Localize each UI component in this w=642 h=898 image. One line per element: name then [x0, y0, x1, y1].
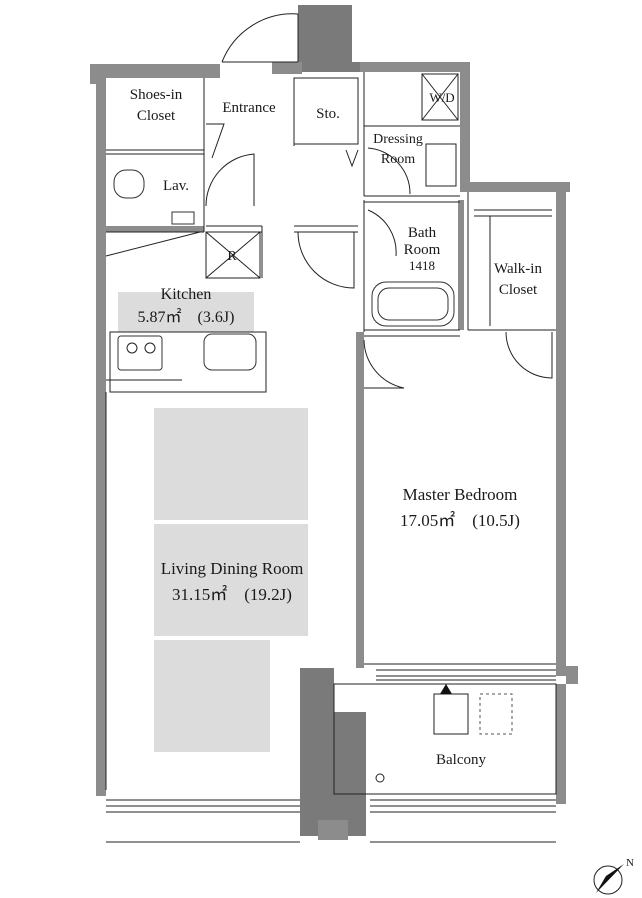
compass-north-label: N	[626, 857, 634, 869]
washer-label: W/D	[429, 90, 454, 105]
kitchen-sink	[203, 333, 257, 371]
compass: N	[593, 857, 634, 895]
master-area: 17.05㎡ (10.5J)	[400, 511, 520, 530]
compass-circle-icon	[593, 865, 623, 895]
kitchen-area: 5.87㎡ (3.6J)	[138, 308, 235, 326]
floor-shading	[118, 292, 308, 752]
bath-label-1: Bath	[408, 225, 437, 241]
master-name: Master Bedroom	[403, 485, 518, 504]
compass-needle-icon	[596, 864, 624, 893]
lav-basin	[171, 211, 195, 225]
fixtures	[113, 169, 455, 783]
bath-size-label: 1418	[409, 258, 435, 273]
kitchen-name: Kitchen	[161, 286, 212, 303]
shoes-closet-label-1: Shoes-in	[130, 87, 183, 103]
refrigerator-label: R	[227, 249, 237, 264]
stove	[117, 335, 163, 371]
labels: Shoes-in Closet Entrance Sto. W/D Dressi…	[130, 87, 543, 768]
burner-icon	[144, 342, 156, 354]
doors	[205, 13, 553, 389]
bath-label-2: Room	[404, 242, 441, 258]
dressing-label-2: Room	[381, 152, 415, 167]
walkin-label-1: Walk-in	[494, 261, 542, 277]
entrance-label: Entrance	[222, 100, 276, 116]
burner-icon	[126, 342, 138, 354]
lavatory-label: Lav.	[163, 178, 189, 194]
shoes-closet-label-2: Closet	[137, 108, 176, 124]
living-area: 31.15㎡ (19.2J)	[172, 585, 292, 604]
living-name: Living Dining Room	[161, 559, 304, 578]
faucet-icon	[375, 773, 385, 783]
balcony-label: Balcony	[436, 752, 486, 768]
storage-label: Sto.	[316, 106, 340, 122]
walkin-label-2: Closet	[499, 282, 538, 298]
partitions	[105, 72, 557, 843]
toilet	[113, 169, 145, 199]
hatch-marker-icon	[440, 684, 452, 694]
dressing-label-1: Dressing	[373, 132, 423, 147]
